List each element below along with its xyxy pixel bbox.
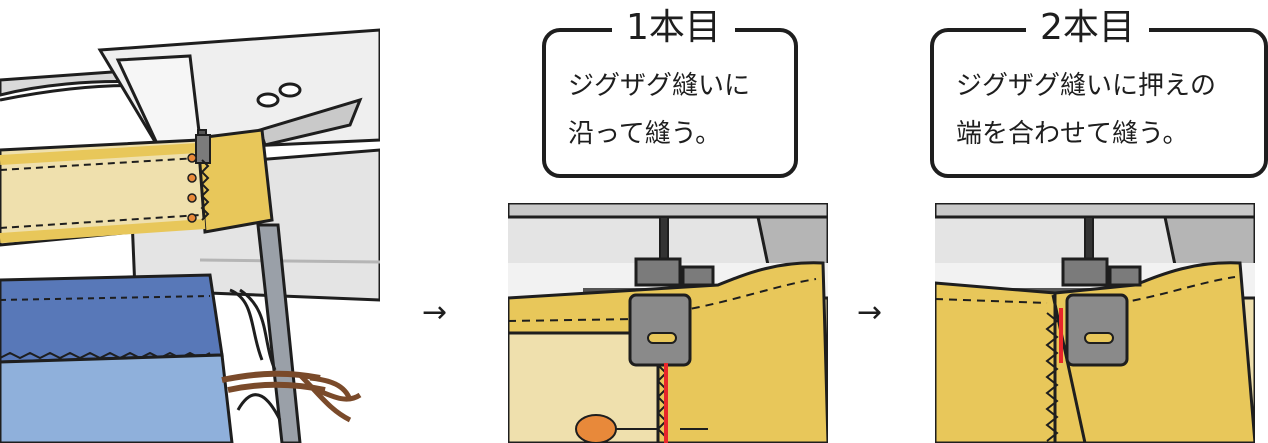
- step-2-callout: 2本目 ジグザグ縫いに押えの 端を合わせて縫う。: [930, 6, 1268, 178]
- arrow-right-icon: →: [422, 295, 448, 330]
- arrow-right-icon: →: [857, 295, 883, 330]
- step-1-callout: 1本目 ジグザグ縫いに 沿って縫う。: [542, 6, 798, 178]
- step-1-body: ジグザグ縫いに 沿って縫う。: [568, 71, 751, 149]
- step-1-title: 1本目: [612, 6, 735, 50]
- step-2-illustration: [935, 203, 1255, 443]
- overview-illustration: [0, 0, 380, 443]
- step-2-body: ジグザグ縫いに押えの 端を合わせて縫う。: [956, 71, 1217, 149]
- step-2-title: 2本目: [1026, 6, 1149, 50]
- step-1-illustration: [508, 203, 828, 443]
